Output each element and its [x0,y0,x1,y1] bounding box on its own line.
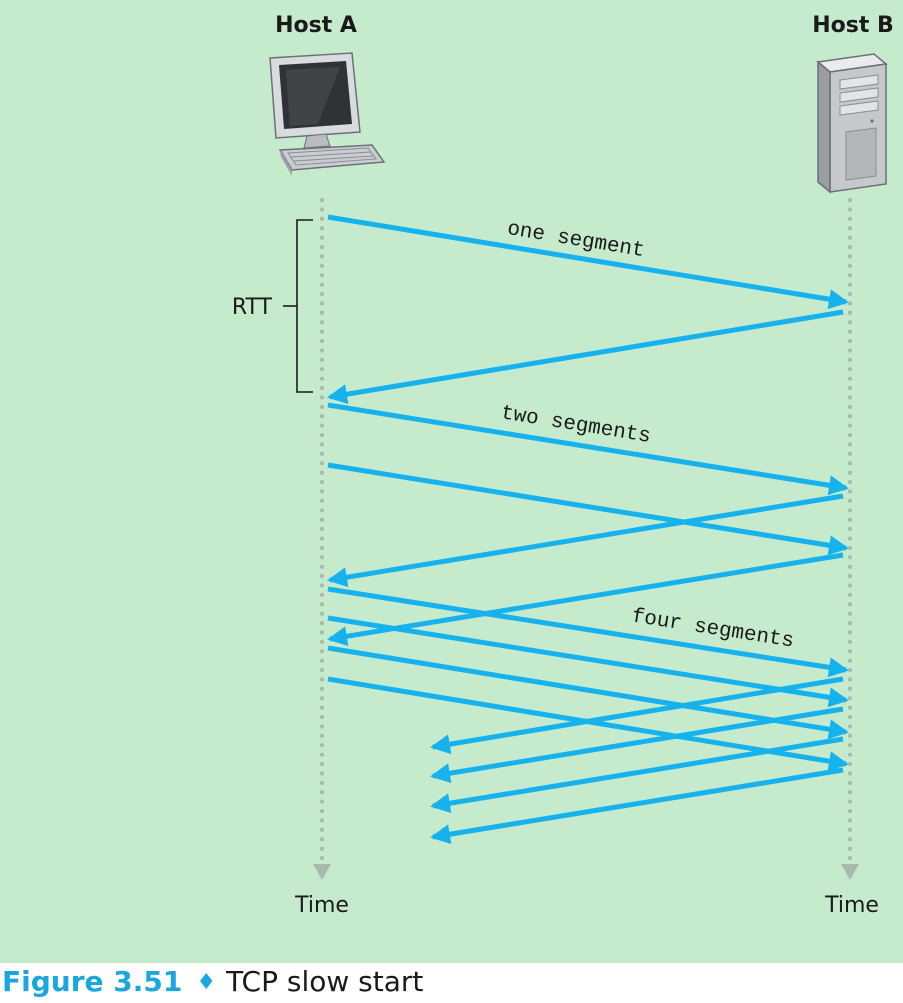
host-b-timeline-arrowhead [841,864,859,880]
segment-arrow-round3-1 [327,586,849,678]
figure-number: Figure 3.51 [2,965,183,998]
host-a-time-label: Time [294,893,349,918]
ack-arrow-round3-4 [430,767,844,845]
tcp-slow-start-diagram: Host A Host B [232,13,894,918]
segment-arrow-round3-3 [327,645,849,740]
ack-arrow-round3-2 [430,706,844,784]
ack-arrow-round2-2 [327,552,844,647]
server-tower-icon [816,53,888,194]
host-b-label: Host B [812,13,894,38]
segment-arrow-round3-2 [327,615,849,708]
rtt-bracket [296,219,313,393]
host-a-timeline-arrowhead [313,864,331,880]
two-segments-label: two segments [499,402,652,449]
figure-title: TCP slow start [226,965,424,998]
segment-arrow-round2-1 [327,402,849,496]
segment-arrow-round1 [327,214,849,310]
rtt-label: RTT [232,295,273,320]
desktop-computer-icon [269,52,386,176]
segment-arrow-round2-2 [327,462,849,556]
caption-separator-icon: ♦ [196,970,217,995]
host-a-label: Host A [275,13,357,38]
ack-arrow-round2-1 [327,493,844,588]
four-segments-label: four segments [630,606,795,654]
ack-arrow-round1 [327,309,844,405]
ack-arrow-round3-3 [430,736,844,814]
host-b-time-label: Time [824,893,879,918]
figure-caption: Figure 3.51 ♦ TCP slow start [2,962,423,1002]
ack-arrow-round3-1 [430,676,844,755]
